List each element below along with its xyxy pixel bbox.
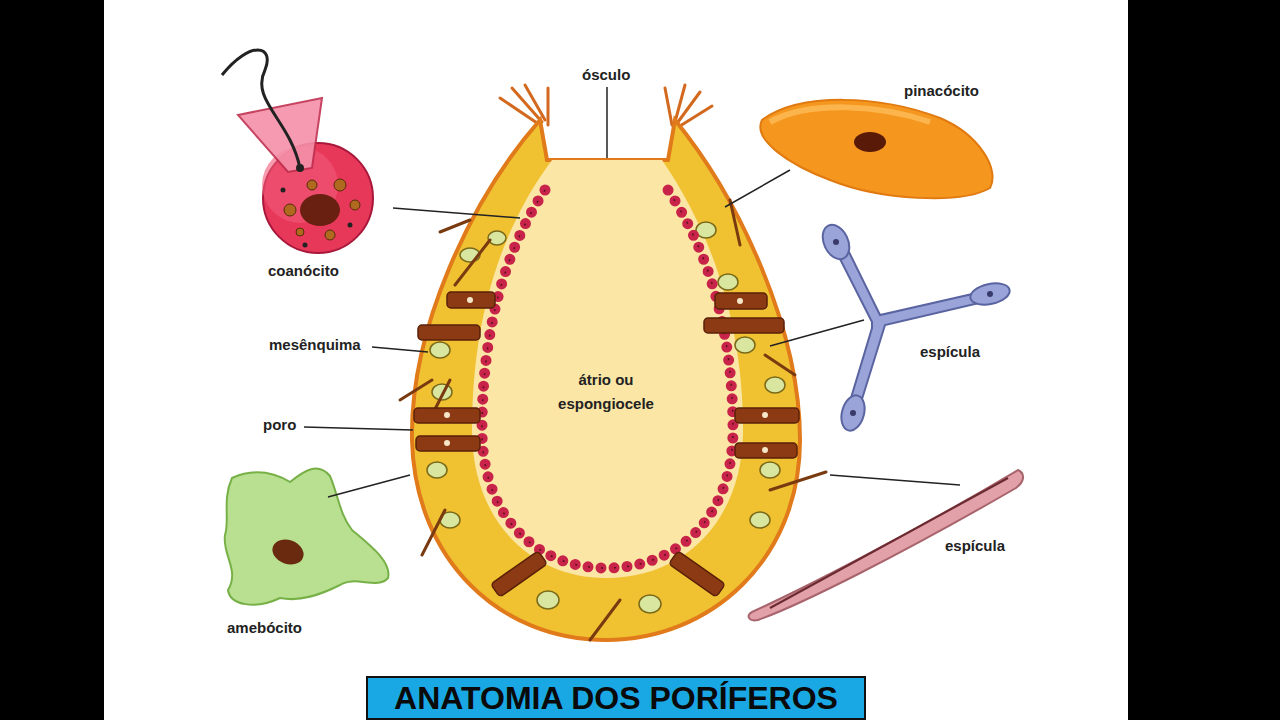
title-box: ANATOMIA DOS PORÍFEROS <box>366 676 866 720</box>
mesenchyme-label: mesênquima <box>269 333 361 357</box>
osculum-label: ósculo <box>582 63 630 87</box>
triradiate-spicule <box>818 221 1012 434</box>
title: ANATOMIA DOS PORÍFEROS <box>394 680 838 717</box>
choanocyte-label: coanócito <box>268 259 339 283</box>
leader-lines <box>304 87 960 497</box>
choanocyte-cell <box>222 50 373 253</box>
sponge-body <box>400 85 826 640</box>
pinacocyte-label: pinacócito <box>904 79 979 103</box>
amoebocyte-label: amebócito <box>227 616 302 640</box>
atrium-label: átrio ou espongiocele <box>531 368 681 416</box>
pinacocyte-cell <box>760 100 992 198</box>
spicule-label: espícula <box>920 340 980 364</box>
spicule-label: espícula <box>945 534 1005 558</box>
pore-label: poro <box>263 413 296 437</box>
amoebocyte-cell <box>225 469 389 605</box>
rod-spicule <box>749 470 1023 620</box>
